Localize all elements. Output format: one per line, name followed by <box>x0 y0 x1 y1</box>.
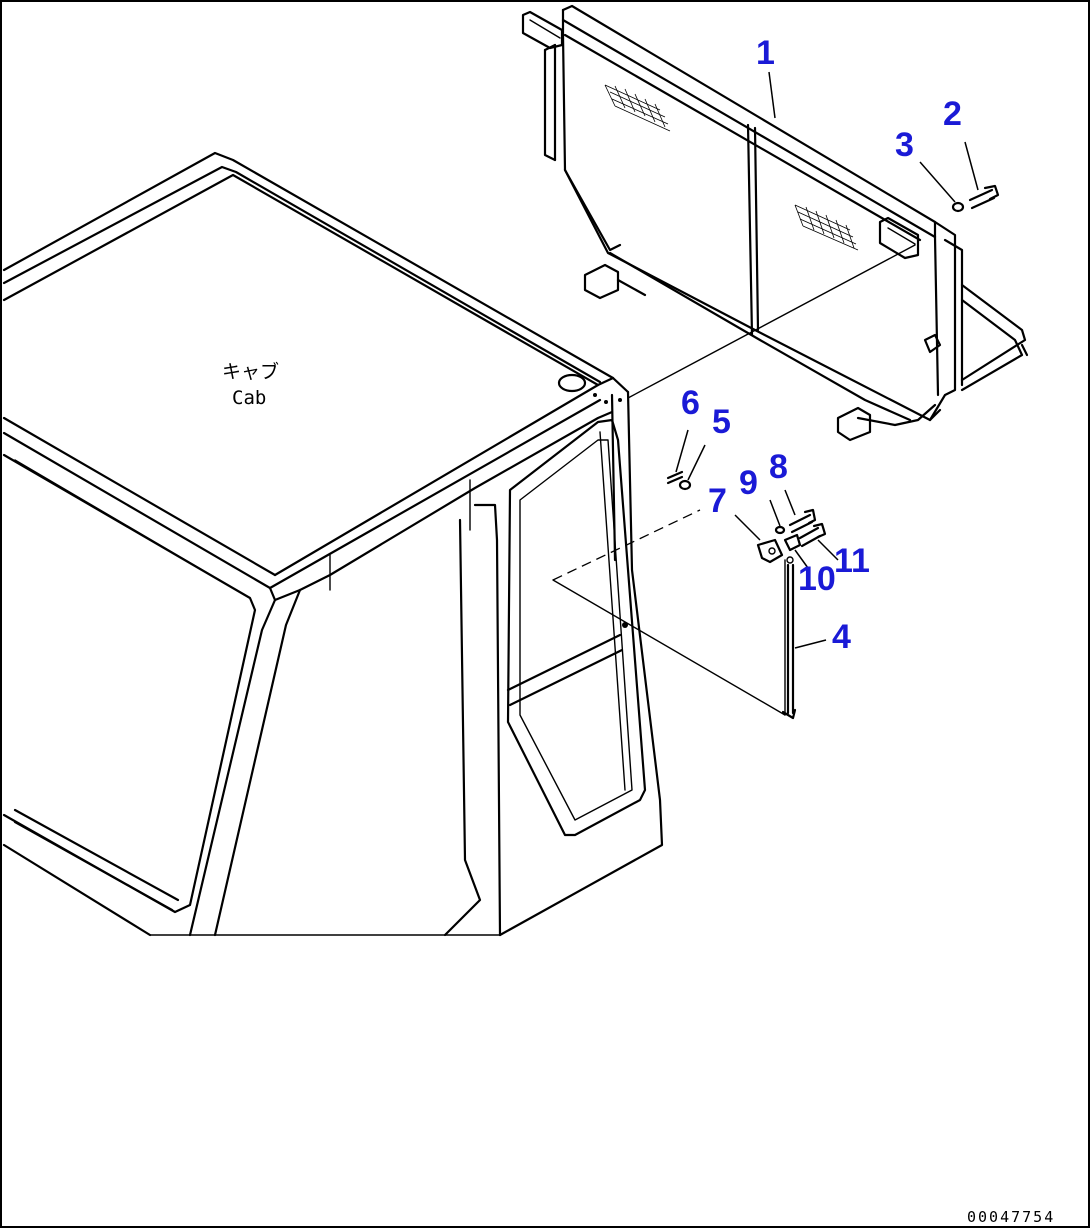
leader-lines <box>675 71 979 649</box>
washer-part-3 <box>951 201 965 213</box>
pin-part-6 <box>666 470 684 485</box>
callout-4: 4 <box>832 618 851 656</box>
nut-part-10 <box>783 533 802 552</box>
cab-label-jp: キャブ <box>222 360 279 383</box>
callout-8: 8 <box>769 448 788 486</box>
callout-9: 9 <box>739 464 758 502</box>
callout-3: 3 <box>895 126 914 164</box>
mesh-patch-upper <box>604 84 671 132</box>
callout-2: 2 <box>943 95 962 133</box>
cab-label-en: Cab <box>232 387 266 409</box>
bolt-part-2 <box>968 184 1000 210</box>
cab-body <box>2 151 664 937</box>
washer-part-9 <box>774 525 786 535</box>
bolt-part-11 <box>798 522 827 548</box>
drawing-code: 00047754 <box>967 1208 1055 1226</box>
callout-6: 6 <box>681 384 700 422</box>
mesh-patch-lower <box>794 204 859 251</box>
washer-part-5 <box>678 479 692 491</box>
rear-guard-assembly <box>521 4 1029 442</box>
callout-11: 11 <box>834 542 870 580</box>
callout-1: 1 <box>756 34 775 72</box>
callout-7: 7 <box>708 482 727 520</box>
rod-part-4 <box>781 556 797 720</box>
bracket-part-7 <box>756 538 784 564</box>
bolt-part-8 <box>788 508 817 534</box>
callout-5: 5 <box>712 403 731 441</box>
callout-10: 10 <box>798 560 836 598</box>
